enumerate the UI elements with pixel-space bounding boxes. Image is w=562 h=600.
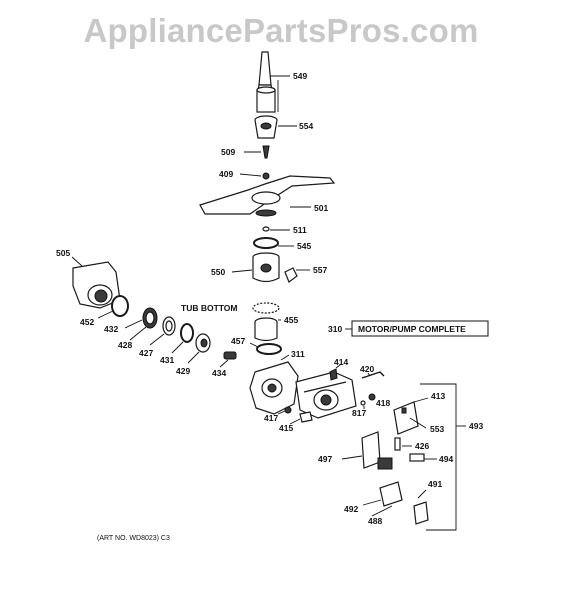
label-493: 493 [469, 421, 483, 431]
clip-part [284, 267, 310, 283]
motor-part [295, 371, 357, 419]
label-428: 428 [118, 340, 132, 350]
label-455: 455 [284, 315, 298, 325]
seal-ring-part [253, 237, 294, 249]
tub-bottom-label: TUB BOTTOM [181, 303, 238, 313]
label-553: 553 [430, 424, 444, 434]
spray-arm-part [199, 175, 336, 217]
watermark-logo: AppliancePartsPros.com [83, 12, 479, 49]
label-549: 549 [293, 71, 307, 81]
label-491: 491 [428, 479, 442, 489]
actuator-part [362, 481, 429, 525]
label-310: 310 [328, 324, 342, 334]
screw-part [244, 145, 270, 159]
label-557: 557 [313, 265, 327, 275]
label-414: 414 [334, 357, 348, 367]
label-426: 426 [415, 441, 429, 451]
inlet-housing-part [71, 256, 121, 309]
label-494: 494 [439, 454, 453, 464]
impeller-part [124, 307, 158, 341]
art-number: (ART NO. WD8023) C3 [97, 535, 170, 542]
motor-pump-complete-label: MOTOR/PUMP COMPLETE [358, 324, 466, 334]
shaft-seal-part [187, 333, 211, 364]
label-417: 417 [264, 413, 278, 423]
pin-part [394, 437, 412, 451]
label-457: 457 [231, 336, 245, 346]
bracket-part [393, 397, 429, 435]
switch-part [377, 457, 393, 470]
group-493-bracket [420, 383, 466, 531]
mounting-bracket-part [341, 431, 381, 469]
seal-washer-part [171, 323, 194, 354]
coupling-part [254, 317, 281, 342]
inlet-ring-part [97, 295, 129, 319]
label-311: 311 [291, 349, 305, 359]
label-554: 554 [299, 121, 313, 131]
spray-tube-part [257, 51, 290, 91]
nut-part [239, 172, 270, 180]
label-492: 492 [344, 504, 358, 514]
label-420: 420 [360, 364, 374, 374]
motor-pump-complete-box [351, 320, 489, 337]
label-432: 432 [104, 324, 118, 334]
label-817: 817 [352, 408, 366, 418]
pump-housing-part [231, 252, 280, 283]
motor-screw-part [329, 364, 341, 381]
label-427: 427 [139, 348, 153, 358]
label-511: 511 [293, 225, 307, 235]
connector-part [409, 453, 437, 462]
label-413: 413 [431, 391, 445, 401]
tub-ring-part [252, 302, 280, 314]
label-434: 434 [212, 368, 226, 378]
label-415: 415 [279, 423, 293, 433]
tube-sleeve-part [256, 80, 279, 113]
pump-body-part [249, 354, 299, 415]
label-545: 545 [297, 241, 311, 251]
label-429: 429 [176, 366, 190, 376]
spacer-part [219, 351, 237, 368]
label-497: 497 [318, 454, 332, 464]
terminal-part [360, 393, 376, 409]
label-509: 509 [221, 147, 235, 157]
label-488: 488 [368, 516, 382, 526]
label-409: 409 [219, 169, 233, 179]
label-418: 418 [376, 398, 390, 408]
bearing-part [254, 115, 297, 139]
label-452: 452 [80, 317, 94, 327]
label-505: 505 [56, 248, 70, 258]
mount-bolt-part [277, 406, 313, 425]
wire-part [361, 371, 385, 379]
label-501: 501 [314, 203, 328, 213]
pump-seal-part [149, 316, 176, 346]
small-ring-part [262, 226, 290, 232]
label-431: 431 [160, 355, 174, 365]
clamp-part [249, 342, 282, 355]
label-550: 550 [211, 267, 225, 277]
